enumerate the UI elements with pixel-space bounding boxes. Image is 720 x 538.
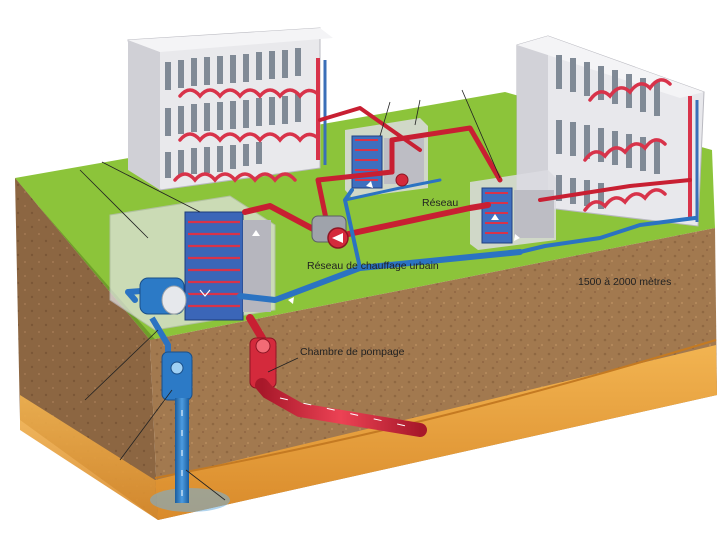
well-pump-icon — [249, 337, 427, 437]
flow-arrows — [252, 181, 520, 304]
label-depth: 1500 à 2000 mètres — [578, 276, 672, 288]
pump-icon — [395, 173, 409, 187]
substation-right — [470, 170, 556, 250]
main-heat-exchanger — [109, 195, 276, 331]
label-reseau-chauffage-urbain: Réseau de chauffage urbain — [307, 260, 439, 272]
pump-icon — [311, 215, 349, 249]
aquifer-layer-front — [20, 395, 158, 520]
aquifer-layer-right — [155, 345, 717, 520]
soil-right — [150, 228, 717, 520]
label-chambre-de-pompage: Chambre de pompage — [300, 346, 405, 358]
injection-well — [139, 277, 193, 503]
building-right — [516, 35, 705, 227]
building-left — [127, 27, 333, 191]
callout-lines — [79, 89, 501, 501]
label-reseau: Réseau — [422, 197, 459, 209]
